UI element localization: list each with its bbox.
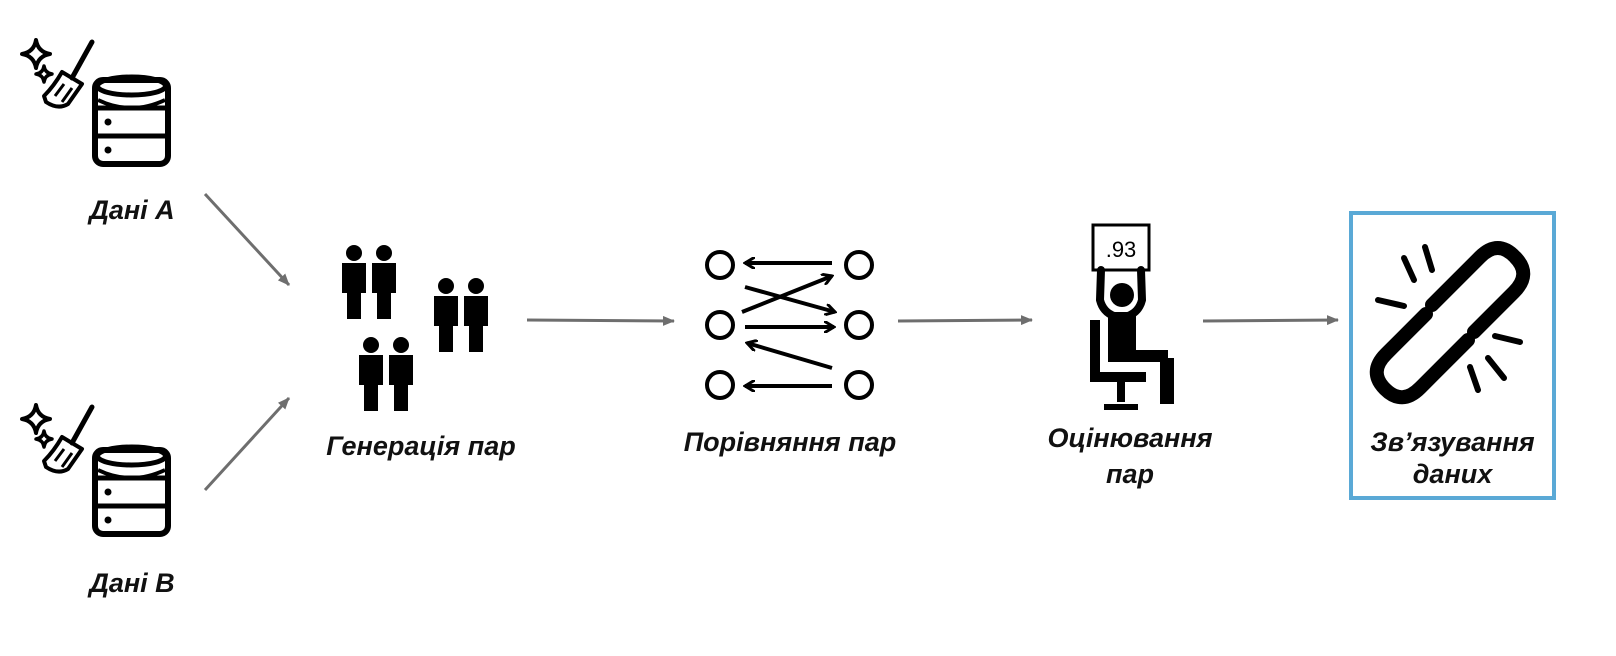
person-pair — [434, 278, 488, 352]
label-pair-comparison: Порівняння пар — [683, 427, 897, 457]
label-pair-scoring-line2: пар — [1105, 459, 1154, 489]
clean-database-icon — [20, 38, 171, 167]
label-linking-line1: Зв’язування — [1370, 427, 1535, 457]
record-node — [844, 310, 874, 340]
broom-icon — [42, 404, 95, 474]
arrow-scoring-to-linking — [1202, 315, 1339, 326]
label-pair-scoring-line1: Оцінювання — [1047, 423, 1213, 453]
arrow-data-b-to-generation — [203, 396, 291, 492]
person-pair — [342, 245, 396, 319]
sparkle-icon — [34, 64, 54, 84]
arrow-data-a-to-generation — [203, 192, 291, 287]
person-pair — [359, 337, 413, 411]
clean-database-icon — [20, 403, 171, 537]
score-card-value: .93 — [1106, 237, 1137, 262]
people-pairs-icon — [342, 245, 488, 411]
record-node — [705, 250, 735, 280]
broom-icon — [42, 39, 95, 109]
record-node — [705, 310, 735, 340]
sparkle-icon — [20, 38, 52, 70]
score-card — [1091, 223, 1151, 272]
arrow-generation-to-comparison — [526, 315, 675, 326]
record-node — [844, 250, 874, 280]
label-data-b: Дані B — [89, 568, 175, 598]
judge-score-icon: .93 — [1090, 223, 1174, 410]
linking-highlight-box — [1349, 211, 1556, 500]
arrow-comparison-to-scoring — [897, 315, 1033, 326]
compare-pairs-icon — [705, 250, 874, 400]
sparkle-icon — [20, 403, 52, 435]
broken-chain-link-icon — [1369, 241, 1531, 405]
label-linking-line2: даних — [1412, 459, 1493, 489]
database-icon — [92, 444, 171, 537]
label-pair-generation: Генерація пар — [326, 431, 516, 461]
sparkle-icon — [34, 429, 54, 449]
record-node — [844, 370, 874, 400]
label-data-a: Дані A — [89, 195, 175, 225]
database-icon — [92, 74, 171, 167]
record-node — [705, 370, 735, 400]
